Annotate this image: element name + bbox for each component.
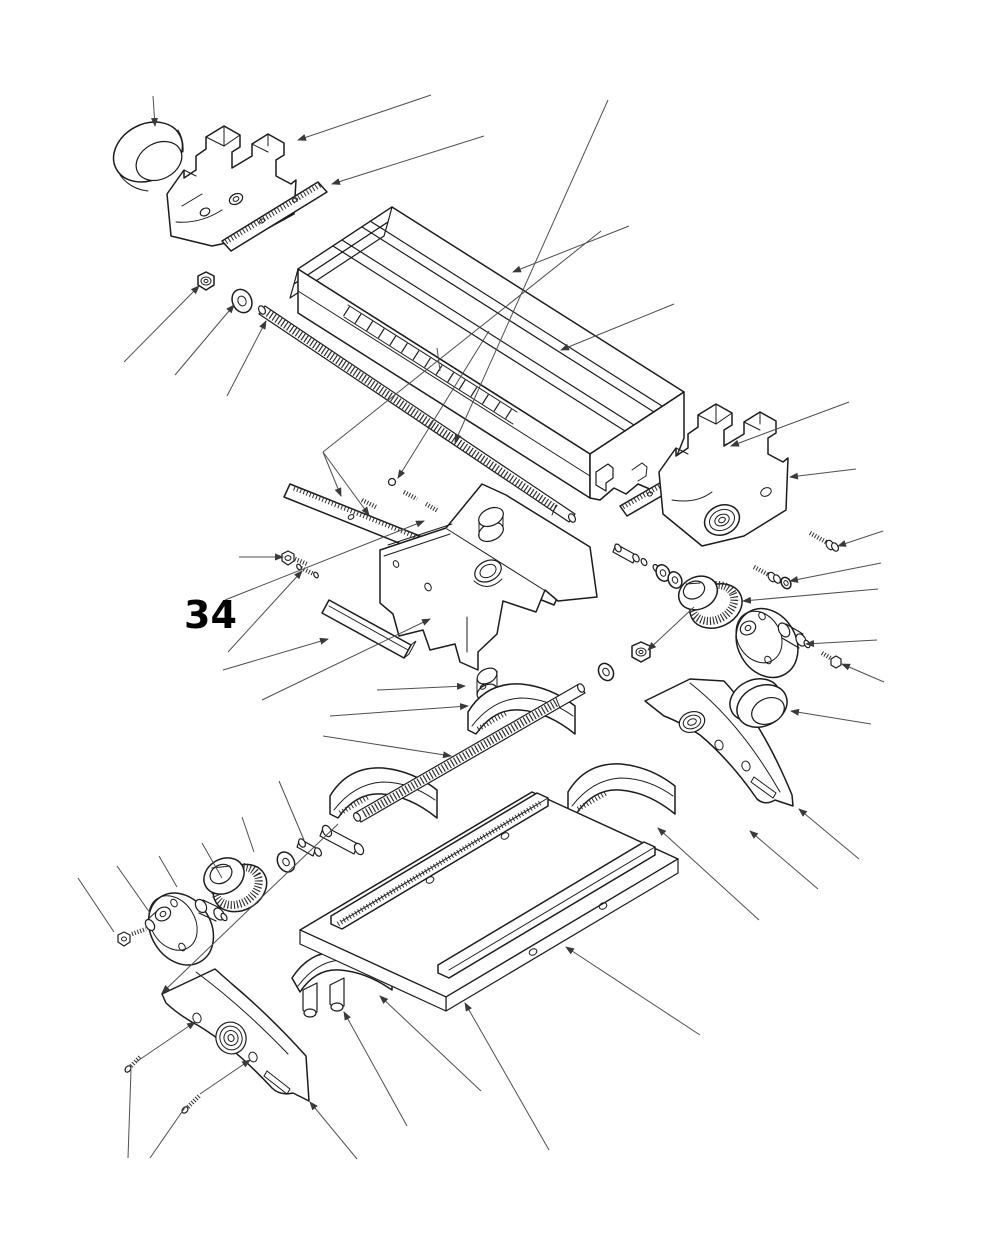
mount-screw-right-1 <box>808 531 840 552</box>
mount-screw-right-2 <box>752 565 782 584</box>
base-slide-plate <box>299 791 679 1012</box>
t-slot-lip <box>595 463 614 492</box>
gib-screws <box>360 490 440 513</box>
gib-strip-left <box>221 181 328 252</box>
handwheel-left <box>147 892 215 966</box>
graduated-dial-right <box>677 575 743 629</box>
support-bracket-right <box>644 678 794 807</box>
mount-screw-front-1 <box>124 1054 143 1073</box>
washer-left-2 <box>276 851 296 873</box>
saddle <box>379 483 598 671</box>
washer-right <box>780 576 792 590</box>
chip-guard-right <box>567 763 676 815</box>
bearing-front <box>215 1021 247 1055</box>
tongue-bar <box>321 599 417 659</box>
setscrew-right <box>820 651 842 669</box>
dovetail-way-front <box>437 841 656 979</box>
end-bracket-left <box>166 125 297 247</box>
spacer-bushings-left <box>296 824 365 857</box>
detent-ball <box>387 477 397 487</box>
dovetail-way-rear <box>330 792 549 930</box>
hex-head-screw <box>281 550 308 567</box>
clamp-screw-left <box>117 909 159 947</box>
lower-leadscrew <box>352 683 586 823</box>
bearing-right <box>703 504 741 536</box>
upper-leadscrew <box>257 305 577 523</box>
mount-screw-front-2 <box>181 1094 201 1114</box>
handle-left <box>194 898 228 922</box>
leader-lines <box>77 94 885 1160</box>
washer-left <box>231 288 253 314</box>
callout-34: 34 <box>184 593 237 637</box>
hex-nut-lower <box>631 641 651 663</box>
t-slot-table <box>289 206 685 501</box>
hex-nut-left <box>197 271 215 291</box>
lock-knob-right <box>729 678 788 728</box>
chip-guard-left <box>329 767 438 819</box>
bearing-bracket-front <box>161 968 310 1102</box>
graduated-scale <box>343 304 518 425</box>
cap-knob-left <box>112 121 184 192</box>
spacer-bushings-right <box>612 543 683 589</box>
washer-lower <box>597 662 615 682</box>
graduated-dial-left <box>203 857 268 913</box>
